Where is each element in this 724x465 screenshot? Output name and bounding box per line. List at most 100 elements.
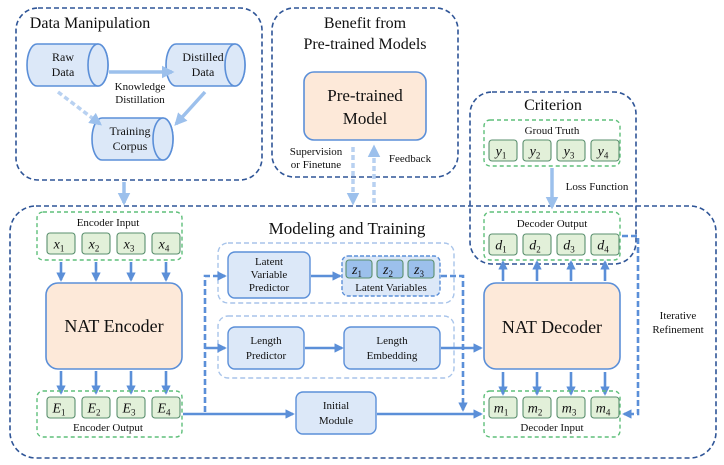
encoder-output-token-symbol: E (121, 402, 131, 417)
decoder-output-token-symbol: d (563, 239, 571, 254)
latent-variable-token-symbol: z (351, 263, 358, 278)
latent-variable-token-symbol: z (382, 263, 389, 278)
decoder-output-token: d4 (590, 233, 620, 256)
encoder-output-token-subscript: 4 (166, 408, 171, 418)
svg-text:x3: x3 (123, 238, 135, 254)
training-corpus-label-line1: Training (110, 124, 151, 138)
length-embedding-line2: Embedding (367, 350, 418, 362)
decoder-output-token-symbol: d (529, 239, 537, 254)
latent-variable-token-symbol: z (413, 263, 420, 278)
decoder-output-token-subscript: 1 (502, 245, 507, 255)
data-manipulation-frame (15, 7, 263, 181)
encoder-to-latent-dashed-arrow (203, 271, 227, 412)
decoder-input-token-symbol: m (528, 402, 538, 417)
svg-text:d2: d2 (529, 239, 541, 255)
ground-truth-token-symbol: y (494, 145, 503, 160)
initial-module-box (295, 391, 377, 435)
ground-truth-token: y1 (488, 139, 518, 162)
initial-module-line2: Module (319, 415, 353, 427)
svg-text:m3: m3 (562, 402, 577, 418)
svg-text:x1: x1 (53, 238, 65, 254)
decoder-input-token: m2 (522, 396, 552, 419)
ground-truth-token-symbol: y (596, 145, 605, 160)
encoder-output-token: E2 (81, 396, 111, 419)
decoder-output-token: d2 (522, 233, 552, 256)
ground-truth-token-subscript: 1 (502, 151, 507, 161)
svg-text:y1: y1 (494, 145, 507, 161)
svg-text:x4: x4 (158, 238, 170, 254)
encoder-input-token-subscript: 4 (165, 244, 170, 254)
encoder-input-group (36, 211, 183, 261)
ground-truth-token-subscript: 3 (570, 151, 575, 161)
pretrained-model-box (303, 71, 427, 141)
raw-data-label-line1: Raw (52, 50, 74, 64)
feedback-label: Feedback (389, 153, 432, 165)
latent-predictor-line1: Latent (255, 256, 283, 268)
modeling-title: Modeling and Training (269, 219, 426, 238)
decoder-output-token-subscript: 3 (570, 245, 575, 255)
initial-module-line1: Initial (323, 400, 349, 412)
svg-text:d3: d3 (563, 239, 575, 255)
encoder-input-token: x3 (116, 232, 146, 255)
length-embedding-box (343, 326, 441, 370)
ground-truth-token-subscript: 4 (604, 151, 609, 161)
latent-predictor-line2: Variable (251, 269, 288, 281)
ground-truth-token: y4 (590, 139, 620, 162)
ground-truth-group (483, 119, 621, 167)
encoder-output-token-subscript: 3 (131, 408, 136, 418)
decoder-input-token-symbol: m (562, 402, 572, 417)
latent-predictor-line3: Predictor (249, 282, 290, 294)
decoder-output-token: d1 (488, 233, 518, 256)
distilled-data-label-line1: Distilled (182, 50, 223, 64)
encoder-output-token-symbol: E (156, 402, 166, 417)
encoder-output-token-symbol: E (51, 402, 61, 417)
decoder-output-token: d3 (556, 233, 586, 256)
decoder-output-group (483, 211, 621, 261)
decoder-input-token: m4 (590, 396, 620, 419)
decoder-input-label: Decoder Input (520, 422, 583, 434)
latent-variable-token-subscript: 2 (388, 269, 393, 279)
decoder-input-token-symbol: m (494, 402, 504, 417)
raw-data-label-line2: Data (52, 65, 75, 79)
svg-text:y2: y2 (528, 145, 541, 161)
encoder-input-label: Encoder Input (77, 217, 140, 229)
svg-text:y4: y4 (596, 145, 609, 161)
encoder-output-token: E3 (116, 396, 146, 419)
nat-encoder-box (45, 282, 183, 370)
decoder-output-token-subscript: 2 (536, 245, 541, 255)
encoder-output-token: E1 (46, 396, 76, 419)
ground-truth-token: y2 (522, 139, 552, 162)
svg-text:z3: z3 (413, 263, 424, 279)
training-corpus-cylinder: Training Corpus (91, 117, 174, 161)
encoder-input-token-subscript: 2 (95, 244, 100, 254)
svg-text:y3: y3 (562, 145, 575, 161)
decoder-output-token-symbol: d (495, 239, 503, 254)
supervision-label-line2: or Finetune (291, 159, 342, 171)
svg-text:E3: E3 (121, 402, 136, 418)
ground-truth-token: y3 (556, 139, 586, 162)
latent-variable-token: z3 (407, 259, 435, 279)
decoder-output-token-subscript: 4 (604, 245, 609, 255)
latent-variable-predictor-box (227, 251, 311, 299)
svg-text:z2: z2 (382, 263, 393, 279)
svg-text:E4: E4 (156, 402, 171, 418)
criterion-frame (469, 91, 637, 265)
pretrained-title-line1: Benefit from (324, 15, 407, 32)
latent-variable-token-subscript: 3 (419, 269, 424, 279)
ground-truth-label: Groud Truth (525, 125, 580, 137)
ground-truth-token-symbol: y (528, 145, 537, 160)
ground-truth-token-symbol: y (562, 145, 571, 160)
length-predictor-line1: Length (250, 335, 282, 347)
svg-text:x2: x2 (88, 238, 100, 254)
decoder-input-token-subscript: 3 (572, 408, 577, 418)
length-predictor-line2: Predictor (246, 350, 287, 362)
encoder-input-token-symbol: x (88, 238, 96, 253)
training-corpus-label-line2: Corpus (113, 139, 148, 153)
decoder-output-label: Decoder Output (517, 218, 588, 230)
length-predictor-box (227, 326, 305, 370)
decoder-output-token-symbol: d (597, 239, 605, 254)
decoder-input-token: m3 (556, 396, 586, 419)
supervision-label-line1: Supervision (290, 146, 343, 158)
nat-decoder-label: NAT Decoder (502, 317, 602, 337)
